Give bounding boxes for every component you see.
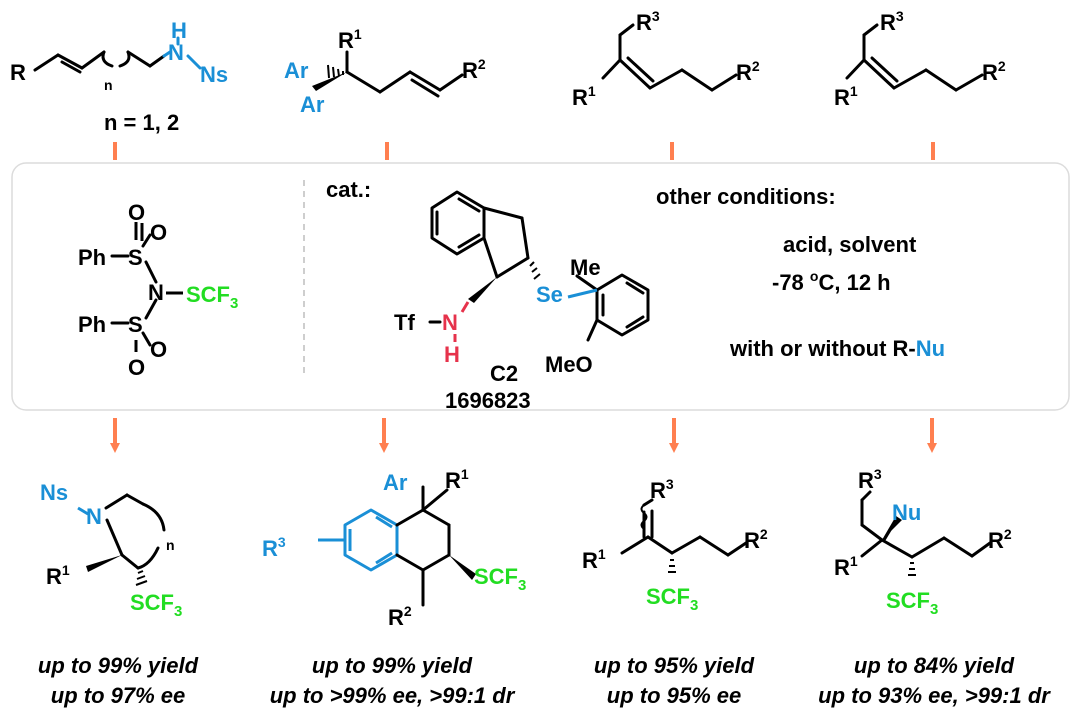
result-1-ee: up to 97% ee	[51, 683, 185, 708]
reagent-o4: O	[128, 355, 145, 380]
catalyst-ccdc: 1696823	[445, 388, 531, 413]
conditions-line-2: -78 oC, 12 h	[772, 268, 891, 295]
product-2-r2: R2	[388, 603, 412, 630]
other-conditions: other conditions: acid, solvent -78 oC, …	[656, 184, 945, 361]
catalyst-c2: cat.:	[326, 177, 650, 413]
substrate-2-ar-b: Ar	[300, 92, 325, 117]
product-1-r1: R1	[46, 562, 70, 589]
substrate-4-r1: R1	[834, 83, 858, 110]
product-4-r1: R1	[834, 553, 858, 580]
results: up to 99% yield up to 97% ee up to 99% y…	[38, 653, 1051, 708]
substrate-2-r2: R2	[462, 56, 486, 83]
substrate-1-nh-h: H	[171, 18, 187, 43]
product-4-nu: Nu	[892, 500, 921, 525]
catalyst-n: N	[442, 310, 458, 335]
catalyst-meo: MeO	[545, 352, 593, 377]
reaction-arrows	[110, 418, 937, 453]
substrate-3: R3 R1 R2	[572, 8, 760, 110]
substrate-3-r3: R3	[636, 8, 660, 35]
reagent-o1: O	[128, 200, 145, 225]
reagent-ph-top: Ph	[78, 245, 106, 270]
substrate-2-ar-a: Ar	[284, 58, 309, 83]
product-4: R3 Nu R1 R2 SCF3	[834, 466, 1012, 618]
product-4-r2: R2	[988, 526, 1012, 553]
substrate-1: R n H N Ns n = 1, 2	[10, 18, 228, 135]
catalyst-wedge	[468, 277, 497, 303]
product-2-ar: Ar	[383, 470, 408, 495]
product-2-r3: R3	[262, 534, 286, 561]
conditions-panel	[11, 162, 1070, 411]
reagent-ph-bot: Ph	[78, 312, 106, 337]
product-4-scf3: SCF3	[886, 588, 938, 618]
substrate-1-n-value: n = 1, 2	[104, 110, 179, 135]
product-1-n: N	[86, 504, 102, 529]
reagent-o2: O	[150, 220, 167, 245]
substrate-3-r1: R1	[572, 83, 596, 110]
reagent-scf3: SCF3	[186, 282, 238, 312]
product-1-scf3: SCF3	[130, 590, 182, 620]
conditions-title: other conditions:	[656, 184, 836, 209]
product-4-r3: R3	[858, 466, 882, 493]
product-3-r2: R2	[744, 526, 768, 553]
substrate-4-r2: R2	[982, 58, 1006, 85]
catalyst-label: cat.:	[326, 177, 371, 202]
reagent-n: N	[148, 280, 164, 305]
catalyst-me: Me	[570, 255, 601, 280]
result-2-yield: up to 99% yield	[312, 653, 473, 678]
reagent-s-top: S	[128, 245, 143, 270]
connector-lines	[113, 142, 935, 160]
conditions-line-1: acid, solvent	[783, 232, 917, 257]
substrate-1-nh-n: N	[168, 40, 184, 65]
result-4-yield: up to 84% yield	[854, 653, 1015, 678]
product-1-ns: Ns	[40, 480, 68, 505]
product-1: Ns N n R1 SCF3	[40, 480, 182, 620]
product-1-n-label: n	[166, 537, 175, 553]
result-3-ee: up to 95% ee	[607, 683, 741, 708]
substrate-2: R1 Ar Ar R2	[284, 26, 486, 117]
reagent-o3: O	[150, 337, 167, 362]
product-3: R3 R1 R2 SCF3	[582, 476, 768, 614]
catalyst-tf: Tf	[394, 310, 415, 335]
result-4-ee: up to 93% ee, >99:1 dr	[818, 683, 1051, 708]
wedge-bond	[312, 72, 347, 91]
substrate-3-r2: R2	[736, 58, 760, 85]
substrate-4-r3: R3	[880, 8, 904, 35]
product-3-r3: R3	[650, 476, 674, 503]
product-2-r1: R1	[445, 466, 469, 493]
substrate-4: R3 R1 R2	[834, 8, 1006, 110]
catalyst-name: C2	[490, 361, 518, 386]
product-3-scf3: SCF3	[646, 584, 698, 614]
reagent-s-bot: S	[128, 312, 143, 337]
result-3-yield: up to 95% yield	[594, 653, 755, 678]
catalyst-se: Se	[536, 282, 563, 307]
substrate-1-ns: Ns	[200, 62, 228, 87]
product-2: Ar R1 R3 SCF3 R2	[262, 466, 526, 630]
substrate-2-r1: R1	[338, 26, 362, 53]
scf3-reagent: Ph S O O N SCF3 Ph S O O	[78, 200, 238, 380]
result-2-ee: up to >99% ee, >99:1 dr	[270, 683, 516, 708]
conditions-line-3: with or without R-Nu	[729, 336, 945, 361]
substrate-1-r: R	[10, 60, 26, 85]
product-2-scf3: SCF3	[474, 564, 526, 594]
result-1-yield: up to 99% yield	[38, 653, 199, 678]
product-3-r1: R1	[582, 546, 606, 573]
catalyst-h: H	[444, 342, 460, 367]
substrate-1-n-label: n	[104, 77, 113, 93]
